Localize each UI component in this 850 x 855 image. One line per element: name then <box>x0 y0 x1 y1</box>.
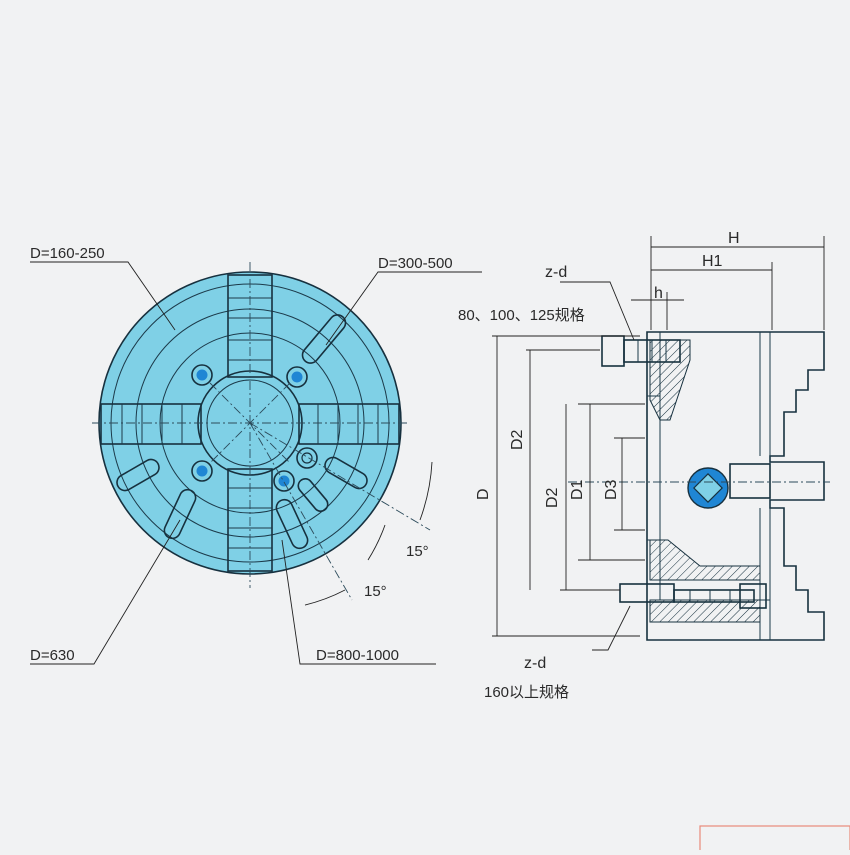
dim-D1: D1 <box>569 479 586 500</box>
leader-d-mid <box>325 271 482 346</box>
side-view: H H1 h z-d 80、100、125规格 z-d 160以上规格 D D2… <box>458 230 830 701</box>
page-corner-box <box>699 825 850 855</box>
label-d-300-500: D=300-500 <box>378 255 453 272</box>
bolt-holes <box>191 364 318 492</box>
jaw-left <box>100 403 202 445</box>
leader-d-630 <box>30 519 181 665</box>
leader-d-small <box>30 261 176 331</box>
hatch-bottom <box>649 539 761 581</box>
jaw-right <box>298 403 400 445</box>
chuck-body-section <box>646 331 825 641</box>
label-d-630: D=630 <box>30 647 75 664</box>
dim-D: D <box>475 488 492 500</box>
dim-D2-lower: D2 <box>544 487 561 508</box>
label-d-160-250: D=160-250 <box>30 245 105 262</box>
label-zd-bottom: z-d <box>524 655 546 672</box>
label-spec-bottom: 160以上规格 <box>484 684 569 701</box>
drive-key <box>687 463 771 509</box>
slot-holes <box>116 314 368 550</box>
hatch-top <box>649 339 691 421</box>
dim-D2-upper: D2 <box>509 429 526 450</box>
dim-h: h <box>654 285 663 302</box>
label-angle-b: 15° <box>364 583 387 600</box>
bottom-bolt <box>619 583 767 609</box>
angle-arc-a <box>367 524 386 561</box>
angle-arc-b <box>304 589 346 606</box>
dim-H1: H1 <box>702 253 723 270</box>
center-lines <box>92 262 431 601</box>
label-angle-a: 15° <box>406 543 429 560</box>
leader-d-large <box>281 539 436 665</box>
dim-D3: D3 <box>603 479 620 500</box>
dim-H: H <box>728 230 740 247</box>
front-view: D=160-250 D=300-500 D=630 D=800-1000 15°… <box>30 245 482 665</box>
dimension-lines <box>496 246 824 651</box>
label-zd-top: z-d <box>545 264 567 281</box>
label-d-800-1000: D=800-1000 <box>316 647 399 664</box>
label-spec-top: 80、100、125规格 <box>458 307 585 324</box>
